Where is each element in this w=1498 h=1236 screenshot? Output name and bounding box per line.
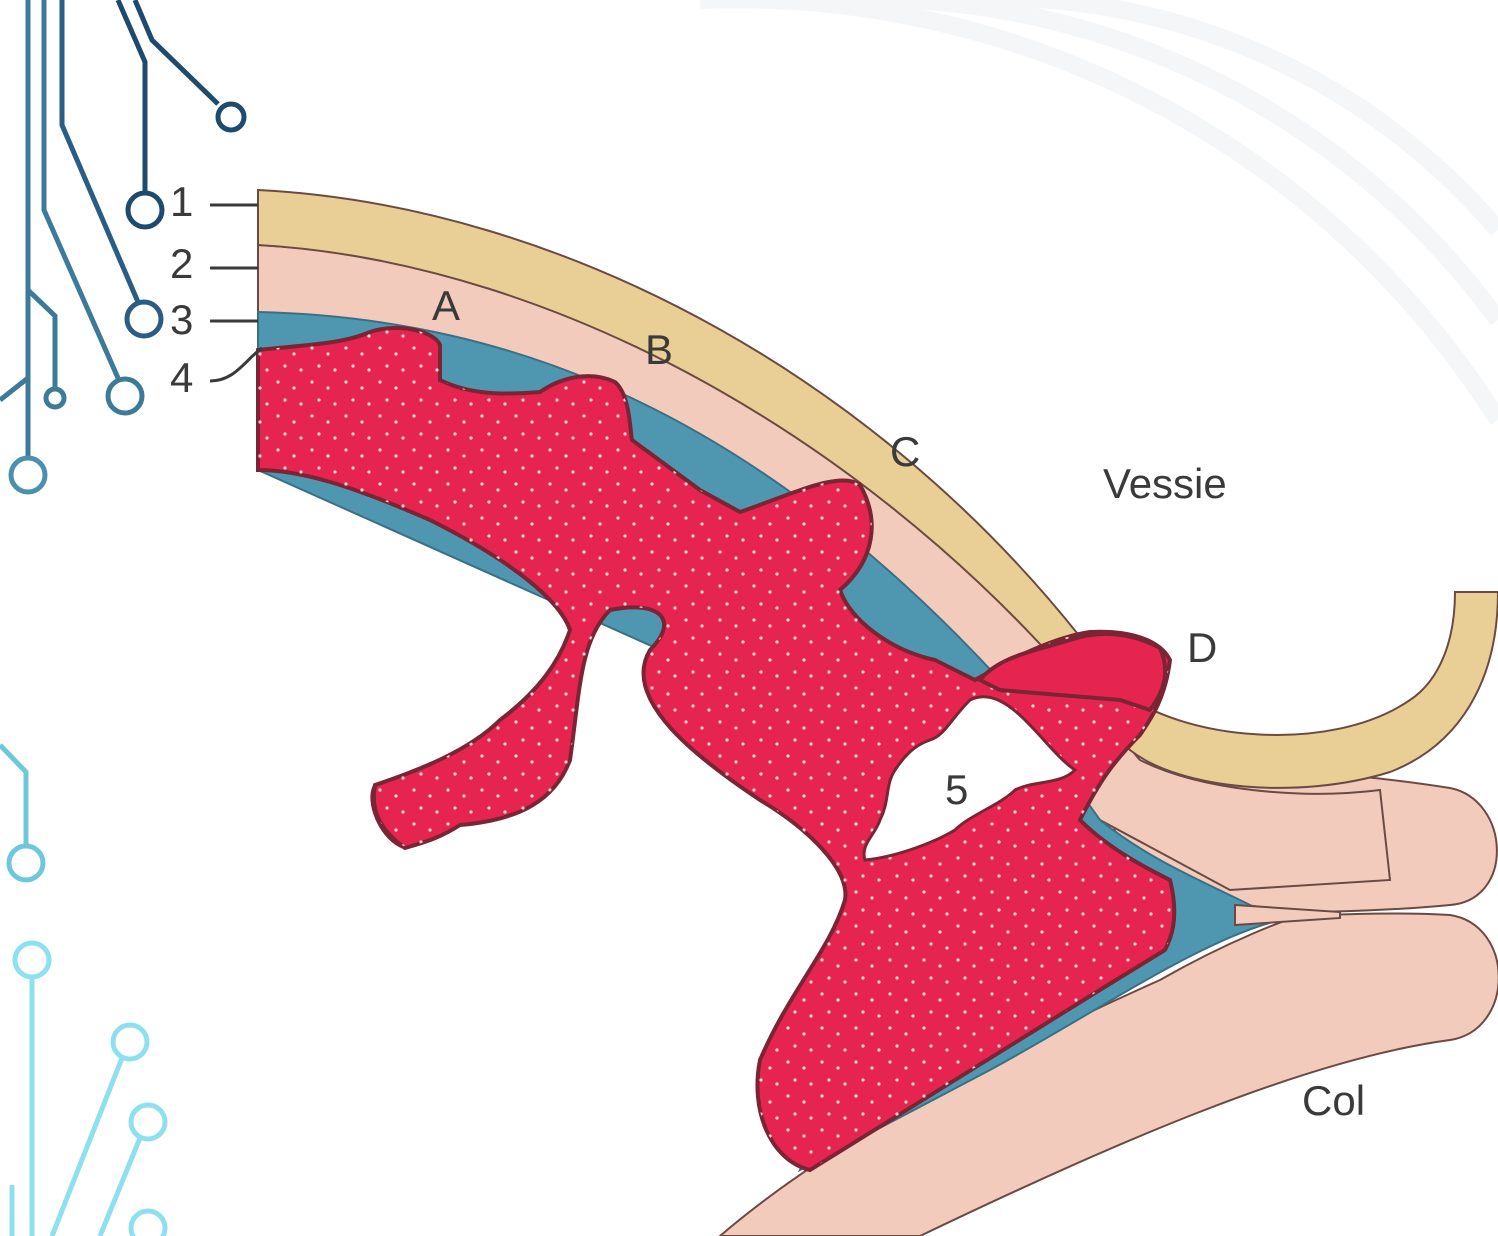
circuit-node [15,943,49,977]
label-A: A [432,282,460,329]
circuit-line [0,378,28,400]
circuit-line [0,745,26,846]
label-cavity-5: 5 [945,766,968,813]
circuit-node [131,1105,165,1139]
layer-label-3: 3 [170,296,193,343]
background-arcs [700,0,1498,420]
layer-label-2: 2 [170,240,193,287]
circuit-node [11,458,45,492]
layer-label-1: 1 [170,178,193,225]
circuit-node [218,104,244,130]
circuit-node [131,1211,165,1236]
layer-labels: 1 2 3 4 [170,178,262,401]
circuit-line [62,0,138,302]
label-B: B [645,326,673,373]
circuit-node [9,846,43,880]
leader-line-4 [210,348,262,381]
circuit-node [108,379,142,413]
label-D: D [1187,624,1217,671]
label-col: Col [1302,1077,1365,1124]
circuit-node [113,1025,147,1059]
circuit-node [127,302,161,336]
circuit-node [128,193,162,227]
label-vessie: Vessie [1103,460,1227,507]
circuit-node [46,389,64,407]
label-C: C [890,428,920,475]
circuit-line [118,0,145,192]
layer-label-4: 4 [170,354,193,401]
circuit-decoration [0,0,244,1236]
